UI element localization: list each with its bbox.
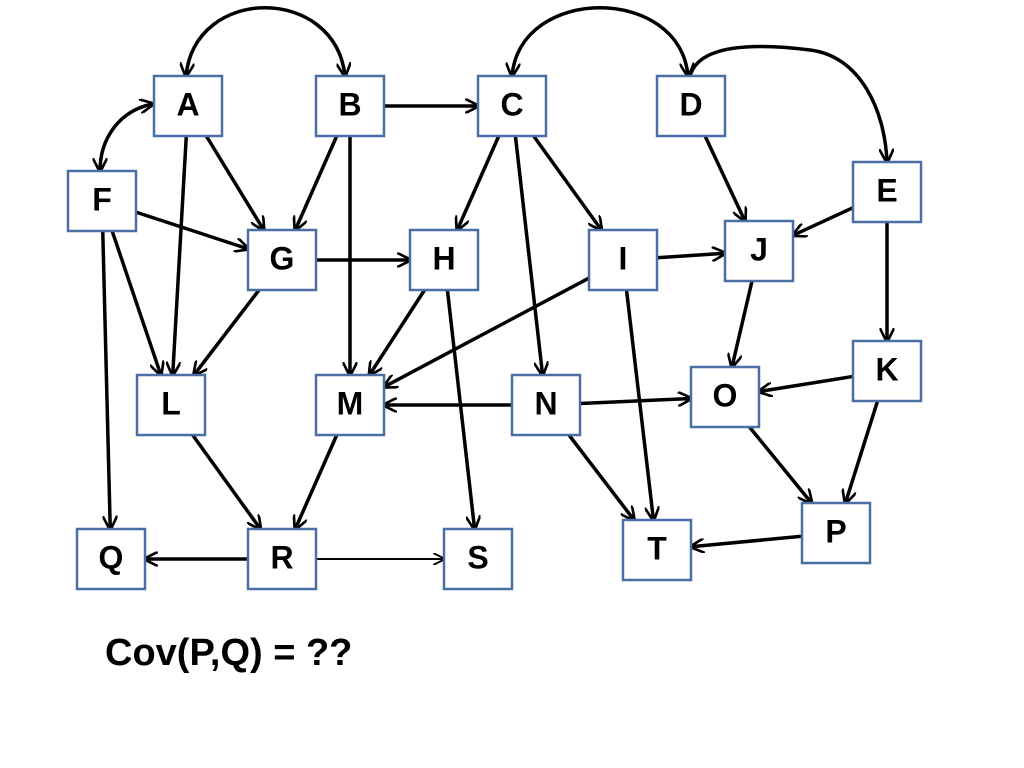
node-label: H: [432, 240, 455, 276]
edge-g-l: [194, 288, 261, 375]
edge-f-g: [135, 210, 248, 249]
edge-n-t: [567, 433, 634, 520]
edge-a-f: [100, 104, 153, 171]
node-box: [442, 527, 514, 591]
node-box: [66, 169, 138, 233]
node-f: F: [66, 169, 138, 233]
edge-e-j: [793, 206, 854, 236]
node-box: [476, 74, 548, 138]
edge-k-o: [759, 374, 854, 391]
node-a: A: [152, 74, 224, 138]
node-box: [314, 373, 386, 437]
node-box: [408, 228, 480, 292]
node-label: E: [876, 172, 897, 208]
node-box: [152, 74, 224, 138]
node-box: [510, 373, 582, 437]
edge-i-j: [656, 253, 725, 258]
node-m: M: [314, 373, 386, 437]
node-j: J: [723, 219, 795, 283]
node-box: [689, 365, 761, 429]
node-label: M: [337, 385, 364, 421]
edge-a-l: [173, 135, 189, 375]
node-box: [655, 74, 727, 138]
node-s: S: [442, 527, 514, 591]
node-q: Q: [75, 527, 147, 591]
node-box: [314, 74, 386, 138]
edge-m-r: [295, 434, 339, 529]
node-label: R: [270, 539, 293, 575]
node-label: Q: [99, 539, 124, 575]
node-label: N: [534, 385, 557, 421]
node-t: T: [621, 518, 693, 582]
node-e: E: [851, 160, 923, 224]
node-i: I: [587, 228, 659, 292]
node-label: G: [270, 240, 295, 276]
node-label: J: [750, 231, 768, 267]
edge-c-h: [457, 135, 501, 230]
node-d: D: [655, 74, 727, 138]
node-p: P: [800, 501, 872, 565]
node-label: O: [713, 377, 738, 413]
edge-d-e: [688, 44, 887, 162]
node-label: S: [467, 539, 488, 575]
edge-c-n: [513, 135, 542, 375]
edge-n-o: [579, 399, 691, 404]
node-l: L: [135, 373, 207, 437]
node-label: L: [161, 385, 181, 421]
edge-c-i: [532, 134, 602, 230]
edge-j-o: [732, 280, 754, 367]
node-g: G: [246, 228, 318, 292]
node-label: F: [92, 181, 112, 217]
edge-b-a: [186, 6, 345, 76]
edge-h-m: [369, 289, 427, 375]
edge-d-j: [703, 135, 745, 221]
node-box: [246, 228, 318, 292]
edge-f-q: [101, 230, 110, 529]
node-box: [621, 518, 693, 582]
edge-h-s: [445, 289, 474, 529]
node-label: D: [679, 86, 702, 122]
node-n: N: [510, 373, 582, 437]
edge-o-p: [748, 425, 811, 503]
node-label: P: [825, 513, 846, 549]
node-label: I: [619, 240, 628, 276]
node-label: T: [647, 530, 667, 566]
node-b: B: [314, 74, 386, 138]
edge-b-g: [295, 135, 339, 230]
edge-l-r: [191, 433, 261, 529]
node-box: [246, 527, 318, 591]
node-box: [587, 228, 659, 292]
node-c: C: [476, 74, 548, 138]
edge-a-g: [204, 135, 263, 230]
node-box: [75, 527, 147, 591]
edge-p-t: [691, 534, 803, 547]
covariance-question: Cov(P,Q) = ??: [105, 632, 353, 674]
node-k: K: [851, 339, 923, 403]
node-label: C: [500, 86, 523, 122]
edge-f-l: [110, 230, 161, 375]
edge-i-t: [624, 289, 654, 520]
edge-d-c: [512, 6, 688, 76]
edge-k-p: [845, 400, 880, 503]
node-box: [851, 339, 923, 403]
node-box: [135, 373, 207, 437]
node-box: [723, 219, 795, 283]
node-label: K: [875, 351, 898, 387]
node-box: [800, 501, 872, 565]
node-h: H: [408, 228, 480, 292]
node-box: [851, 160, 923, 224]
node-r: R: [246, 527, 318, 591]
node-o: O: [689, 365, 761, 429]
node-label: A: [176, 86, 199, 122]
edge-i-m: [384, 276, 590, 387]
node-label: B: [338, 86, 361, 122]
